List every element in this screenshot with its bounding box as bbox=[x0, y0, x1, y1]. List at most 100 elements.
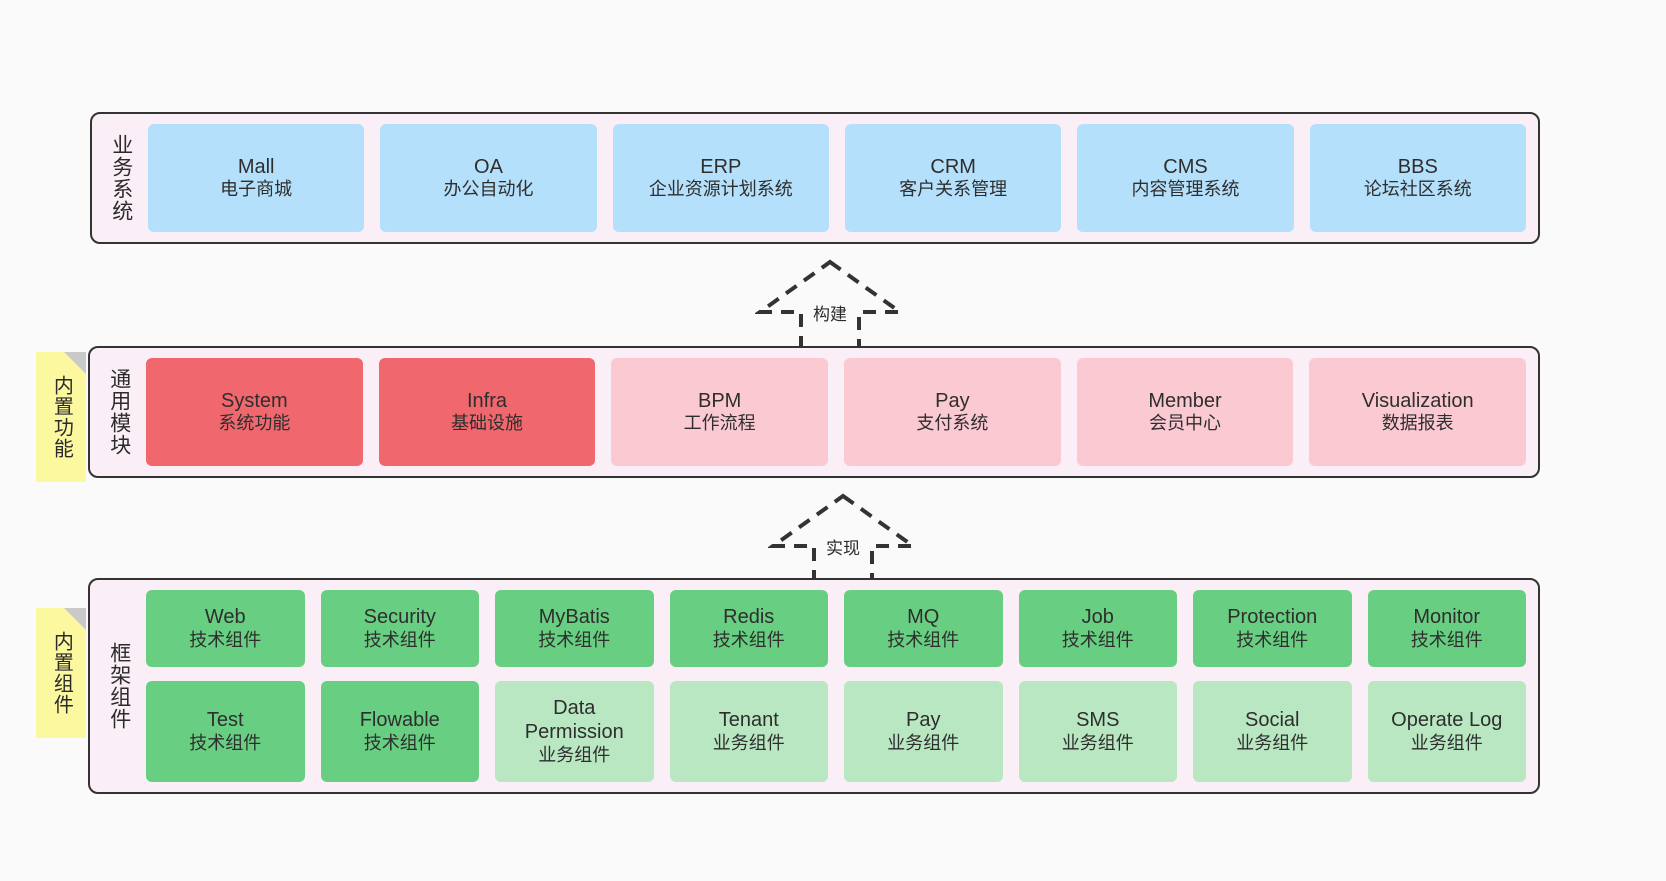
common-module-band: 通用模块 System 系统功能 Infra 基础设施 BPM 工作流程 Pay bbox=[88, 346, 1540, 478]
card-subtitle: 会员中心 bbox=[1149, 413, 1222, 434]
card-job[interactable]: Job 技术组件 bbox=[1018, 590, 1177, 667]
card-subtitle: 支付系统 bbox=[916, 413, 989, 434]
card-tenant[interactable]: Tenant 业务组件 bbox=[669, 680, 828, 783]
card-system[interactable]: System 系统功能 bbox=[146, 358, 363, 466]
card-data-permission[interactable]: Data Permission 业务组件 bbox=[495, 680, 654, 783]
card-cms[interactable]: CMS 内容管理系统 bbox=[1077, 124, 1294, 232]
card-title: Web bbox=[204, 606, 246, 629]
card-crm[interactable]: CRM 客户关系管理 bbox=[844, 124, 1062, 232]
card-subtitle: 技术组件 bbox=[887, 629, 960, 650]
card-subtitle: 内容管理系统 bbox=[1131, 179, 1240, 200]
note-builtin-features: 内置功能 bbox=[36, 352, 86, 482]
card-subtitle: 办公自动化 bbox=[443, 179, 534, 200]
card-title: SMS bbox=[1076, 709, 1120, 732]
common-module-body: System 系统功能 Infra 基础设施 BPM 工作流程 Pay 支付系统… bbox=[136, 358, 1527, 466]
card-subtitle: 技术组件 bbox=[189, 732, 262, 753]
framework-component-label: 框架组件 bbox=[107, 642, 131, 730]
card-title: Member bbox=[1148, 389, 1222, 412]
card-title: Security bbox=[363, 606, 436, 629]
card-subtitle: 业务组件 bbox=[1061, 732, 1134, 753]
card-erp[interactable]: ERP 企业资源计划系统 bbox=[612, 124, 829, 232]
card-sms[interactable]: SMS 业务组件 bbox=[1018, 680, 1177, 783]
common-module-row: System 系统功能 Infra 基础设施 BPM 工作流程 Pay 支付系统… bbox=[146, 358, 1527, 466]
note-builtin-components: 内置组件 bbox=[36, 608, 86, 738]
arrow-label-implement: 实现 bbox=[824, 534, 862, 559]
framework-row-business: Test 技术组件 Flowable 技术组件 Data Permission … bbox=[146, 680, 1526, 783]
framework-component-body: Web 技术组件 Security 技术组件 MyBatis 技术组件 Redi… bbox=[136, 590, 1526, 783]
business-system-label: 业务系统 bbox=[109, 134, 133, 222]
card-subtitle: 业务组件 bbox=[538, 744, 611, 765]
card-title: Redis bbox=[723, 606, 775, 629]
card-subtitle: 技术组件 bbox=[363, 629, 436, 650]
card-subtitle: 系统功能 bbox=[218, 413, 291, 434]
framework-component-band: 框架组件 Web 技术组件 Security 技术组件 MyBatis 技术组件… bbox=[88, 578, 1540, 794]
card-title: System bbox=[220, 389, 288, 412]
card-subtitle: 论坛社区系统 bbox=[1363, 179, 1472, 200]
card-title: Flowable bbox=[359, 709, 440, 732]
card-mq[interactable]: MQ 技术组件 bbox=[844, 590, 1003, 667]
card-title: Data Permission bbox=[524, 697, 624, 744]
card-title: Operate Log bbox=[1391, 709, 1503, 732]
framework-row-technical: Web 技术组件 Security 技术组件 MyBatis 技术组件 Redi… bbox=[146, 590, 1526, 667]
card-subtitle: 技术组件 bbox=[189, 629, 262, 650]
business-system-row: Mall 电子商城 OA 办公自动化 ERP 企业资源计划系统 CRM 客户关系… bbox=[148, 124, 1526, 232]
note-fold-corner-icon bbox=[64, 608, 86, 630]
card-title: Tenant bbox=[718, 709, 779, 732]
card-bpm[interactable]: BPM 工作流程 bbox=[611, 358, 829, 466]
card-monitor[interactable]: Monitor 技术组件 bbox=[1367, 590, 1526, 667]
card-infra[interactable]: Infra 基础设施 bbox=[378, 358, 596, 466]
note-label: 内置组件 bbox=[50, 631, 73, 715]
card-title: Protection bbox=[1227, 606, 1318, 629]
generalization-arrow-implement: 实现 bbox=[768, 490, 918, 586]
card-test[interactable]: Test 技术组件 bbox=[146, 680, 305, 783]
card-pay[interactable]: Pay 支付系统 bbox=[844, 358, 1061, 466]
card-title: ERP bbox=[700, 155, 742, 178]
card-oa[interactable]: OA 办公自动化 bbox=[380, 124, 597, 232]
dashed-hollow-arrow-icon bbox=[755, 259, 905, 350]
dashed-hollow-arrow-icon bbox=[768, 493, 918, 584]
arrow-label-build: 构建 bbox=[811, 300, 849, 325]
card-title: MQ bbox=[907, 606, 940, 629]
business-system-body: Mall 电子商城 OA 办公自动化 ERP 企业资源计划系统 CRM 客户关系… bbox=[138, 124, 1526, 232]
card-title: Pay bbox=[935, 389, 970, 412]
card-subtitle: 技术组件 bbox=[1236, 629, 1309, 650]
card-flowable[interactable]: Flowable 技术组件 bbox=[320, 680, 479, 783]
common-module-label: 通用模块 bbox=[107, 368, 131, 456]
note-fold-corner-icon bbox=[64, 352, 86, 374]
card-social[interactable]: Social 业务组件 bbox=[1193, 680, 1352, 783]
card-title: BBS bbox=[1397, 155, 1438, 178]
card-title: Social bbox=[1245, 709, 1300, 732]
card-pay-business[interactable]: Pay 业务组件 bbox=[844, 680, 1003, 783]
card-subtitle: 电子商城 bbox=[220, 179, 293, 200]
card-subtitle: 工作流程 bbox=[683, 413, 756, 434]
card-subtitle: 业务组件 bbox=[887, 732, 960, 753]
card-title: Monitor bbox=[1413, 606, 1481, 629]
card-operate-log[interactable]: Operate Log 业务组件 bbox=[1367, 680, 1526, 783]
card-subtitle: 基础设施 bbox=[451, 413, 523, 434]
card-redis[interactable]: Redis 技术组件 bbox=[669, 590, 828, 667]
card-subtitle: 技术组件 bbox=[363, 732, 436, 753]
card-subtitle: 企业资源计划系统 bbox=[648, 179, 793, 200]
card-security[interactable]: Security 技术组件 bbox=[320, 590, 479, 667]
card-web[interactable]: Web 技术组件 bbox=[146, 590, 305, 667]
card-protection[interactable]: Protection 技术组件 bbox=[1193, 590, 1352, 667]
card-subtitle: 业务组件 bbox=[1410, 732, 1483, 753]
card-title: Job bbox=[1081, 606, 1114, 629]
card-subtitle: 技术组件 bbox=[538, 629, 611, 650]
card-mybatis[interactable]: MyBatis 技术组件 bbox=[495, 590, 654, 667]
card-title: OA bbox=[474, 155, 503, 178]
business-system-band: 业务系统 Mall 电子商城 OA 办公自动化 ERP 企业资源计划系统 CRM bbox=[90, 112, 1540, 244]
card-member[interactable]: Member 会员中心 bbox=[1076, 358, 1294, 466]
card-visualization[interactable]: Visualization 数据报表 bbox=[1309, 358, 1527, 466]
card-subtitle: 技术组件 bbox=[1410, 629, 1483, 650]
card-bbs[interactable]: BBS 论坛社区系统 bbox=[1309, 124, 1526, 232]
card-title: MyBatis bbox=[538, 606, 610, 629]
card-mall[interactable]: Mall 电子商城 bbox=[148, 124, 365, 232]
card-title: Infra bbox=[466, 389, 508, 412]
card-title: Mall bbox=[237, 155, 275, 178]
generalization-arrow-build: 构建 bbox=[755, 256, 905, 352]
card-title: CMS bbox=[1163, 155, 1208, 178]
card-subtitle: 客户关系管理 bbox=[899, 179, 1008, 200]
card-title: Test bbox=[206, 709, 244, 732]
